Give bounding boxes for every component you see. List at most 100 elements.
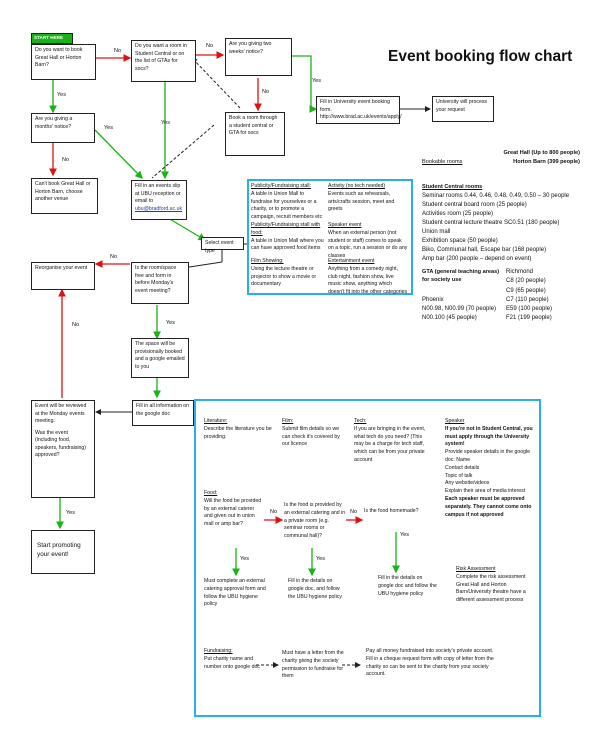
gta-room-left [422, 287, 506, 296]
event-type-publicity: Publicity/Fundraising stall: A table in … [251, 183, 325, 222]
gta-room-left: N00.98, N00.99 (70 people) [422, 306, 497, 313]
gta-room-left [422, 277, 506, 286]
yes-label: Yes [161, 120, 170, 126]
student-central-room: Student central lecture theatre SC0.51 (… [422, 220, 560, 226]
food-heading: Food: [204, 490, 218, 496]
speaker-requirement: Any website/videos [445, 480, 490, 487]
gta-room-right: C8 (20 people) [506, 278, 546, 285]
page-title: Event booking flow chart [388, 48, 573, 65]
risk-heading: Risk Assessment [456, 566, 496, 572]
risk-text: Complete the risk assessment Great Hall … [456, 573, 526, 604]
university-form-box: Fill in University event booking form. h… [316, 96, 402, 124]
no-label: No [62, 157, 70, 163]
no-label: No [270, 509, 278, 515]
no-label: No [262, 89, 270, 95]
literature-block: Literature: Describe the literature you … [204, 418, 274, 441]
yes-label: Yes [240, 556, 249, 562]
yes-label: Yes [400, 532, 409, 538]
fundraising-answer-1: Must have a letter from the charity givi… [282, 650, 344, 680]
entertainment-text: Anything from a comedy night, club night… [328, 265, 408, 296]
gta-room-right: C7 (110 people) [506, 296, 549, 303]
speaker-details-text: Provide speaker details in the google do… [445, 449, 531, 463]
approved-question: Was the event (including food, speakers,… [35, 429, 87, 459]
student-central-room: Activities room (25 people) [422, 211, 494, 217]
space-booked-box: The space will be provisionally booked a… [131, 338, 189, 378]
gta-room-row: Richmond [422, 268, 582, 277]
great-hall-question: Do you want to book Great Hall or Horton… [31, 44, 96, 80]
yes-label: Yes [166, 320, 175, 326]
student-central-room: Union mall [422, 229, 451, 235]
entertainment-heading: Entertainment event [328, 258, 375, 264]
student-central-list: Seminar rooms 0.44, 0.46, 0.48, 0.49, 0.… [422, 192, 592, 264]
university-form-text: Fill in University event booking form. h… [320, 99, 402, 121]
food-answer-3: Fill in the details on google doc and fo… [378, 575, 437, 597]
great-hall-capacity: Great Hall (Up to 800 people) [503, 150, 580, 156]
literature-heading: Literature: [204, 418, 228, 424]
reviewed-text: Event will be reviewed at the Monday eve… [35, 403, 87, 425]
select-event-type-box: Select event type [201, 237, 244, 254]
fundraising-block: Fundraising: Put charity name and number… [204, 648, 260, 671]
food-block: Food: Will the food be provided by an ex… [204, 490, 264, 529]
gta-room-right: Richmond [506, 269, 534, 275]
gta-room-row: N00.98, N00.99 (70 people) E59 (100 peopl… [422, 305, 582, 314]
tech-block: Tech: If you are bringing in the event, … [354, 418, 430, 465]
yes-label: Yes [104, 125, 113, 131]
student-central-room: Amp bar (200 people – depend on event) [422, 256, 532, 262]
two-weeks-question: Are you giving two weeks' notice? [225, 38, 292, 76]
google-doc-box: Fill in all information on the google do… [132, 400, 194, 426]
film-details-block: Film: Submit film details so we can chec… [282, 418, 344, 449]
start-promoting-box: Start promoting your event! [31, 530, 95, 574]
fundraising-answer-2: Pay all money fundraised into society's … [366, 648, 494, 678]
gta-room-right: E59 (100 people) [506, 306, 553, 313]
bookable-rooms-heading: Bookable rooms [422, 159, 463, 165]
speaker-approval-warning: Each speaker must be approved separately… [445, 495, 532, 518]
book-student-central-box: Book a room through a student central or… [225, 112, 285, 156]
activity-heading: Activity (no tech needed) [328, 183, 386, 189]
event-type-publicity-food: Publicity/Fundraising stall with food: A… [251, 222, 325, 253]
literature-text: Describe the literature you be providing… [204, 425, 272, 440]
student-central-room: Student central board room (25 people) [422, 202, 527, 208]
food-answer-1: Must complete an external catering appro… [204, 578, 266, 608]
publicity-food-heading: Publicity/Fundraising stall with food: [251, 222, 321, 236]
speaker-details-heading: Speaker [445, 418, 465, 424]
yes-label: Yes [57, 92, 66, 98]
food-answer-2: Fill in the details on google doc, and f… [288, 578, 342, 600]
speaker-warning: If you're not in Student Central, you mu… [445, 425, 533, 448]
horton-barn-capacity: Horton Barn (399 people) [513, 159, 580, 165]
food-question-1: Will the food be provided by an external… [204, 497, 262, 528]
speaker-details-block: Speaker If you're not in Student Central… [445, 418, 535, 519]
gta-room-row: Phoenix C7 (110 people) [422, 296, 582, 305]
ubu-form-box: Fill in an events slip at UBU reception … [131, 180, 187, 220]
room-free-question: Is the room/space free and form in befor… [131, 262, 189, 304]
ubu-form-text: Fill in an events slip at UBU reception … [135, 183, 181, 205]
student-central-heading: Student Central rooms [422, 184, 483, 190]
gta-room-right: C9 (65 people) [506, 287, 546, 294]
no-label: No [350, 509, 358, 515]
risk-block: Risk Assessment Complete the risk assess… [456, 566, 536, 605]
fundraising-heading: Fundraising: [204, 648, 233, 654]
student-central-room: Exhibition space (50 people) [422, 238, 498, 244]
no-label: No [72, 322, 80, 328]
publicity-text: A table in Union Mall to fundraise for y… [251, 190, 323, 221]
publicity-heading: Publicity/Fundraising stall: [251, 183, 311, 189]
ubu-email-link[interactable]: ubu@bradford.ac.uk [135, 205, 183, 212]
gta-room-left: N00.100 (45 people) [422, 315, 477, 322]
gta-room-left [422, 268, 506, 277]
event-type-activity: Activity (no tech needed) Events such as… [328, 183, 408, 214]
event-type-film: Film Showing: Using the lecture theatre … [251, 258, 325, 289]
yes-label: Yes [316, 556, 325, 562]
gta-room-left: Phoenix [422, 296, 444, 303]
student-room-question: Do you want a room in Student Central or… [131, 40, 196, 82]
speaker-heading: Speaker event [328, 222, 362, 228]
speaker-requirement: Contact details [445, 464, 480, 471]
yes-label: Yes [66, 510, 75, 516]
student-central-room: Seminar rooms 0.44, 0.46, 0.48, 0.49, 0.… [422, 193, 570, 199]
speaker-text: When an external person (not student or … [328, 229, 408, 260]
fundraising-text: Put charity name and number onto google … [204, 655, 260, 670]
film-details-heading: Film: [282, 418, 294, 424]
no-label: No [114, 48, 122, 54]
reviewed-box: Event will be reviewed at the Monday eve… [31, 400, 95, 498]
no-label: No [206, 43, 214, 49]
